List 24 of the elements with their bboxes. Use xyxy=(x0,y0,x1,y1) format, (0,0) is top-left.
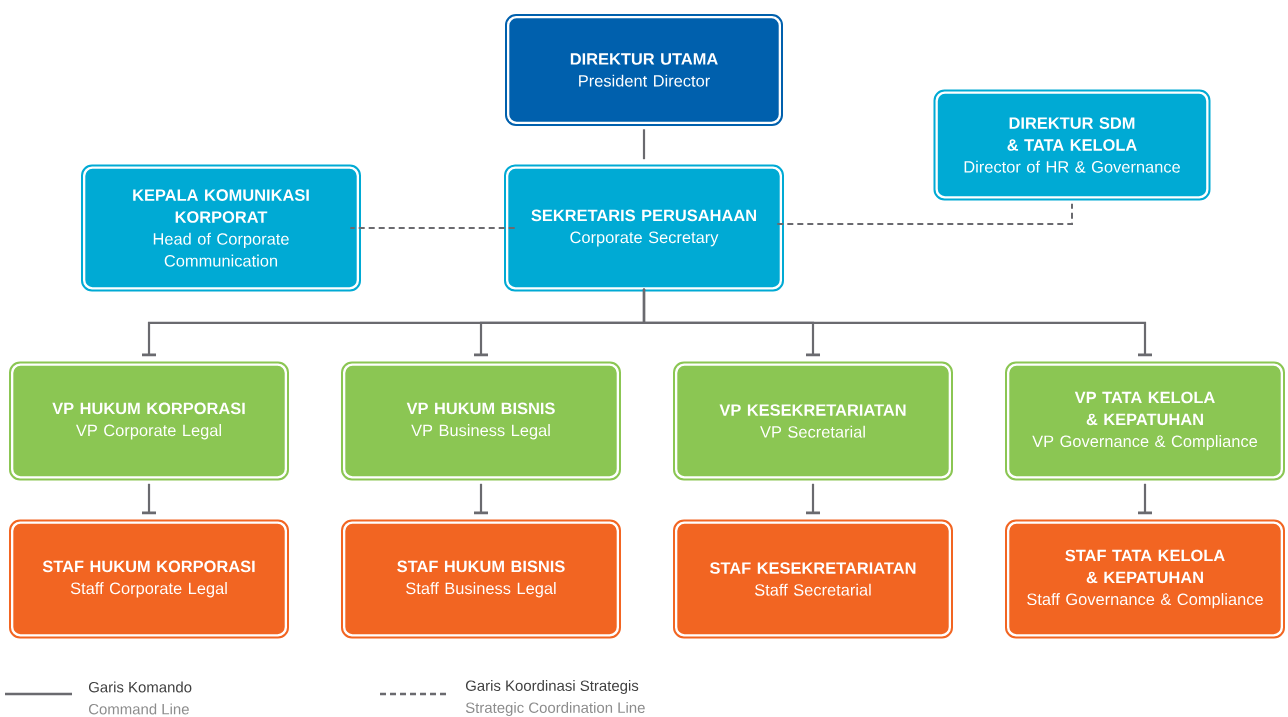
legend-subtext: Command Line xyxy=(88,703,189,715)
org-box: DIREKTUR UTAMA President Director xyxy=(505,14,783,126)
org-box: SEKRETARIS PERUSAHAAN Corporate Secretary xyxy=(504,164,784,292)
connector-line xyxy=(776,202,1073,225)
org-box: STAF TATA KELOLA & KEPATUHAN Staff Governance & Compliance xyxy=(1005,519,1285,639)
org-box: KEPALA KOMUNIKASI KORPORAT Head of Corporate Communication xyxy=(81,164,361,292)
org-box: VP KESEKRETARIATAN VP Secretarial xyxy=(673,361,953,481)
org-box: VP HUKUM BISNIS VP Business Legal xyxy=(341,361,621,481)
connector-line xyxy=(349,227,516,229)
legend-text: Garis Koordinasi Strategis xyxy=(465,680,639,694)
org-box: DIREKTUR SDM & TATA KELOLA Director of HR & Governance xyxy=(933,89,1211,201)
org-box: STAF HUKUM BISNIS Staff Business Legal xyxy=(341,519,621,639)
org-box: STAF HUKUM KORPORASI Staff Corporate Legal xyxy=(9,519,289,639)
legend-text: Garis Komando xyxy=(88,681,192,693)
connector-line xyxy=(1138,483,1152,515)
connector-line xyxy=(642,129,646,160)
connector-line xyxy=(142,483,156,515)
connector-line xyxy=(642,288,1152,357)
legend-subtext: Strategic Coordination Line xyxy=(465,702,645,716)
connector-line xyxy=(474,483,488,515)
org-box: STAF KESEKRETARIATAN Staff Secretarial xyxy=(673,519,953,639)
connector-line xyxy=(806,483,820,515)
org-box: VP HUKUM KORPORASI VP Corporate Legal xyxy=(9,361,289,481)
org-box: VP TATA KELOLA & KEPATUHAN VP Governance & Compliance xyxy=(1005,361,1285,481)
